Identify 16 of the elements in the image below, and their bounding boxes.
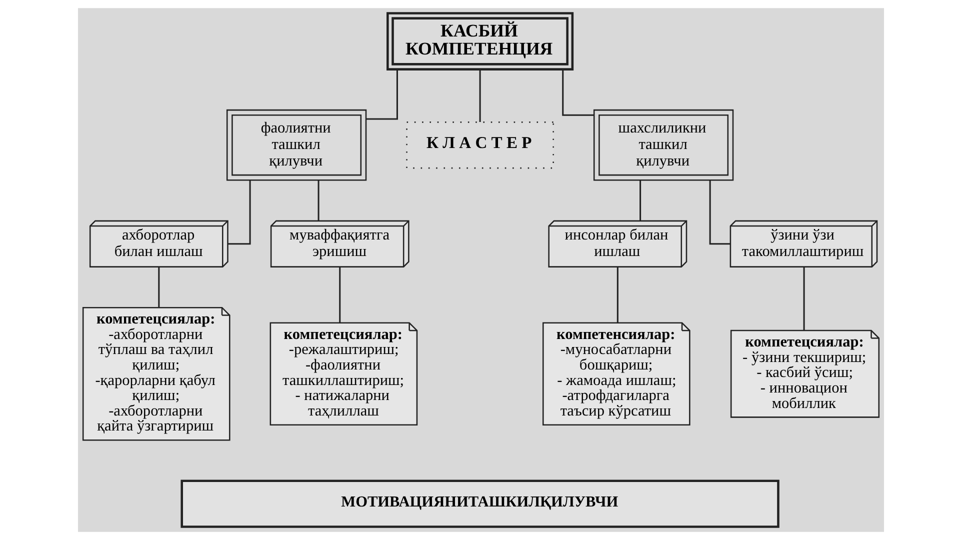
connector bbox=[227, 180, 250, 245]
connector bbox=[802, 267, 804, 330]
connector bbox=[338, 267, 340, 323]
connector bbox=[616, 267, 618, 323]
connector bbox=[366, 69, 398, 120]
node-box: КАСБИЙ КОМПЕТЕНЦИЯ bbox=[386, 12, 574, 70]
connector bbox=[317, 180, 319, 221]
connector bbox=[562, 70, 594, 116]
connector bbox=[478, 70, 480, 122]
connector bbox=[158, 267, 160, 308]
node-box: шахслиликни ташкил қилувчи bbox=[592, 109, 734, 181]
node-box: К Л А С Т Е Р bbox=[406, 122, 554, 169]
node-box: фаолиятни ташкил қилувчи bbox=[226, 109, 366, 181]
node-box: МОТИВАЦИЯНИТАШКИЛҚИЛУВЧИ bbox=[180, 480, 779, 528]
connector bbox=[708, 180, 730, 245]
connector bbox=[639, 180, 641, 221]
